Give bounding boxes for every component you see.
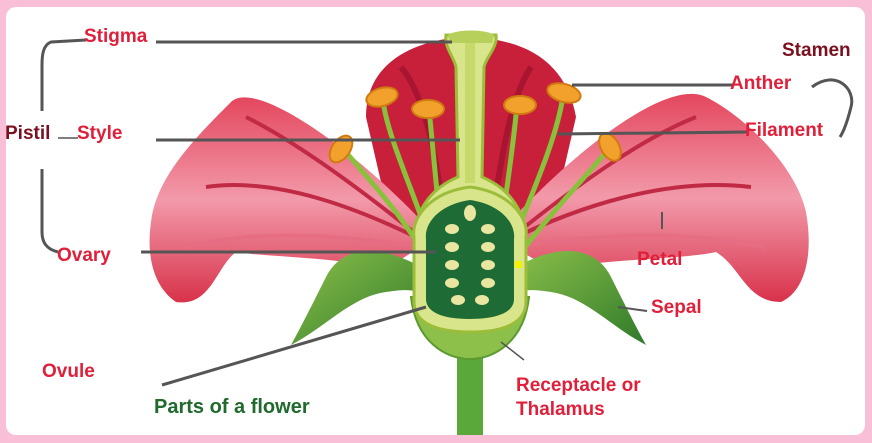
- diagram-caption: Parts of a flower: [154, 396, 310, 418]
- label-style: Style: [77, 123, 123, 144]
- label-petal: Petal: [637, 249, 683, 270]
- anthers: [328, 82, 622, 164]
- label-ovary: Ovary: [57, 245, 111, 266]
- label-receptacle-line1: Receptacle or: [516, 375, 641, 396]
- receptacle-leader: [500, 341, 525, 361]
- leader-lines: [40, 38, 854, 387]
- label-receptacle-line2: Thalamus: [516, 398, 605, 420]
- label-anther: Anther: [730, 73, 792, 94]
- diagram-card: Stigma Pistil Style Ovary Ovule Stamen A…: [6, 7, 865, 435]
- label-receptacle: Receptacle or Thalamus: [516, 374, 641, 422]
- stigma: [448, 30, 494, 43]
- left-sepal: [291, 250, 426, 345]
- stem: [457, 352, 483, 435]
- label-filament: Filament: [745, 120, 824, 141]
- label-sepal: Sepal: [651, 297, 702, 318]
- right-sepal: [511, 250, 646, 345]
- sepal-leader: [617, 306, 648, 312]
- flower-diagram: [40, 30, 854, 435]
- pistil-bracket-top: [40, 38, 87, 111]
- stamen-bracket: [811, 78, 854, 138]
- right-petal: [496, 93, 809, 302]
- filament-leader: [557, 130, 749, 136]
- label-pistil: Pistil: [6, 123, 51, 144]
- pistil-bracket-bottom: [40, 169, 59, 254]
- label-stamen: Stamen: [782, 40, 851, 61]
- label-stigma: Stigma: [84, 26, 148, 47]
- ovules: [445, 205, 495, 305]
- ovule-leader: [161, 305, 427, 387]
- label-ovule: Ovule: [42, 361, 95, 382]
